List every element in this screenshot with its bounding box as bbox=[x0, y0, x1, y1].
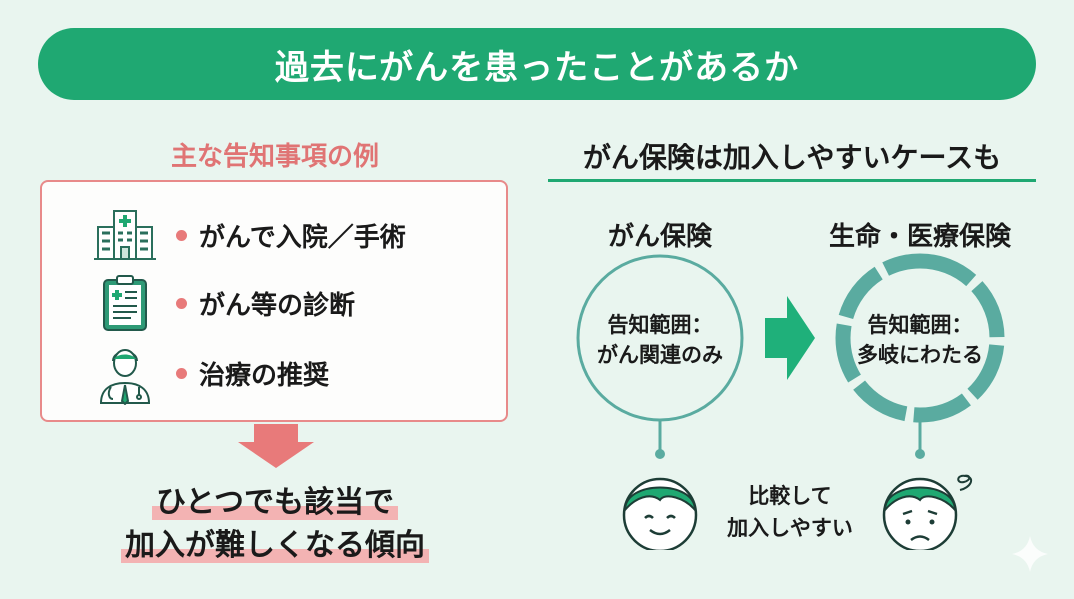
scope-label: 告知範囲： bbox=[607, 313, 713, 337]
item-label: がんで入院／手術 bbox=[199, 222, 406, 253]
down-arrow-icon bbox=[238, 424, 314, 468]
bullet-dot bbox=[176, 367, 187, 379]
doctor-icon bbox=[92, 340, 158, 406]
bullet-dot bbox=[176, 229, 187, 241]
scope-value: がん関連のみ bbox=[597, 343, 723, 367]
conclusion-line-1: ひとつでも該当で bbox=[40, 477, 510, 521]
title-banner: 過去にがんを患ったことがあるか bbox=[38, 28, 1036, 100]
list-item: がんで入院／手術 bbox=[92, 202, 406, 268]
life-scope-ring bbox=[835, 253, 1005, 423]
hospital-icon bbox=[92, 202, 158, 268]
compare-line: 比較して bbox=[748, 484, 832, 508]
list-item: 治療の推奨 bbox=[92, 340, 329, 406]
comparison-diagram bbox=[576, 253, 1005, 550]
conclusion-line-2: 加入が難しくなる傾向 bbox=[40, 520, 510, 564]
conclusion-text: 加入が難しくなる傾向 bbox=[121, 528, 429, 563]
worried-face-icon bbox=[882, 474, 973, 550]
item-label: 治療の推奨 bbox=[199, 360, 330, 391]
heading-underline bbox=[548, 179, 1036, 182]
cancer-insurance-label: がん保険 bbox=[607, 222, 712, 252]
sparkle-icon bbox=[1012, 536, 1048, 572]
item-label: がん等の診断 bbox=[199, 290, 356, 321]
notification-examples-box: がんで入院／手術 がん等の診断 治療の推奨 bbox=[40, 180, 508, 422]
bullet-dot bbox=[176, 297, 187, 309]
cancer-scope-text: 告知範囲： がん関連のみ bbox=[575, 310, 745, 370]
life-medical-insurance-label: 生命・医療保険 bbox=[828, 222, 1011, 252]
life-scope-text: 告知範囲： 多岐にわたる bbox=[835, 310, 1005, 370]
right-arrow-icon bbox=[765, 296, 815, 380]
comparison-note: 比較して加入しやすい bbox=[705, 480, 875, 544]
conclusion-text: ひとつでも該当で bbox=[152, 485, 398, 520]
scope-value: 多岐にわたる bbox=[857, 343, 983, 367]
clipboard-icon bbox=[92, 270, 158, 336]
compare-line: 加入しやすい bbox=[727, 516, 853, 540]
happy-face-icon bbox=[622, 477, 698, 550]
list-item: がん等の診断 bbox=[92, 270, 355, 336]
scope-label: 告知範囲： bbox=[867, 313, 973, 337]
cancer-insurance-heading: がん保険は加入しやすいケースも bbox=[582, 141, 1002, 174]
notification-examples-heading: 主な告知事項の例 bbox=[170, 142, 379, 172]
